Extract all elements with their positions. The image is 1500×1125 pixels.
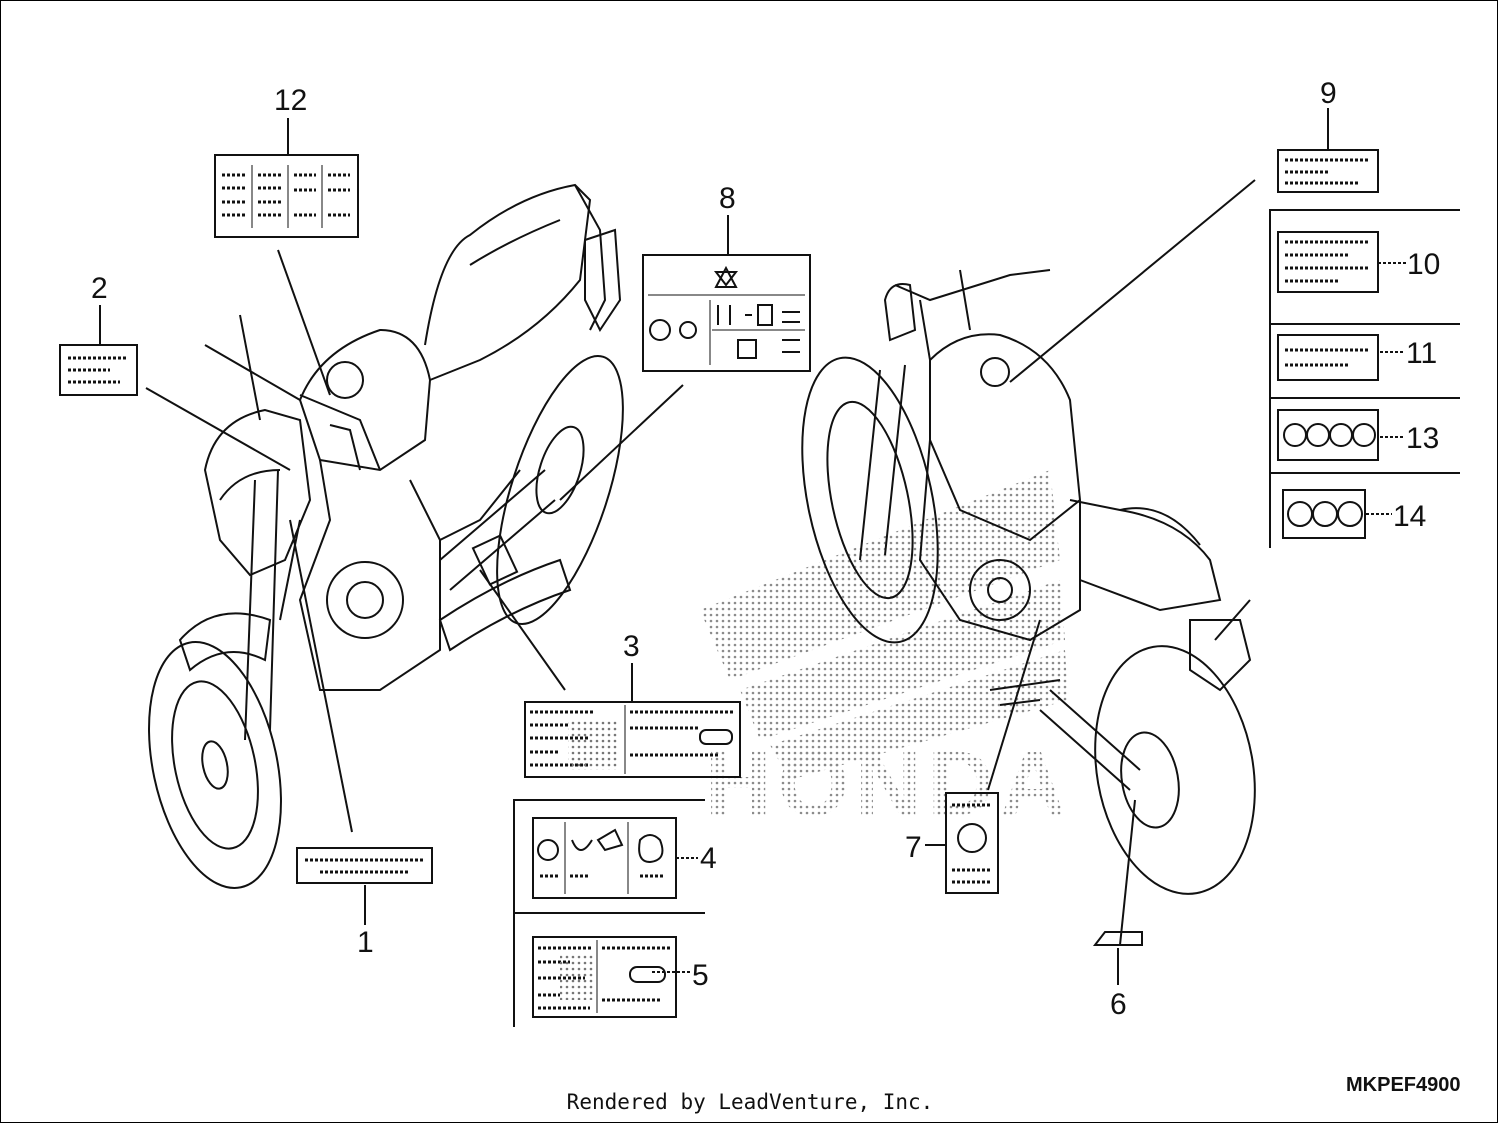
label-11-graphic (1277, 334, 1379, 381)
callout-12: 12 (274, 84, 307, 117)
label-10-graphic (1277, 231, 1379, 293)
callout-1: 1 (357, 926, 374, 959)
callout-5: 5 (692, 959, 709, 992)
label-14-graphic (1282, 489, 1366, 539)
callout-2: 2 (91, 272, 108, 305)
callout-4: 4 (700, 842, 717, 875)
label-9-graphic (1277, 149, 1379, 193)
motorcycle-right-view (801, 269, 1256, 895)
callout-8: 8 (719, 182, 736, 215)
callout-13: 13 (1406, 422, 1439, 455)
label-8-graphic (642, 254, 811, 372)
diagram-code: MKPEF4900 (1346, 1074, 1461, 1096)
callout-14: 14 (1393, 500, 1426, 533)
label-12-graphic (214, 154, 359, 238)
label-3-graphic (524, 701, 741, 778)
label-6-graphic (1092, 931, 1143, 946)
label-graphics (59, 149, 1379, 1018)
callout-11: 11 (1406, 337, 1437, 370)
label-5-graphic (532, 936, 677, 1018)
label-7-graphic (945, 792, 999, 894)
callout-3: 3 (623, 630, 640, 663)
label-2-graphic (59, 344, 138, 396)
label-1-graphic (296, 847, 433, 884)
watermark-text: HONDA (705, 733, 1072, 835)
callout-7: 7 (905, 831, 922, 864)
callout-6: 6 (1110, 988, 1127, 1021)
honda-watermark: HONDA (700, 470, 1072, 835)
callout-10: 10 (1407, 248, 1440, 281)
render-credit: Rendered by LeadVenture, Inc. (566, 1090, 934, 1114)
motorcycle-left-view (148, 183, 624, 889)
group-brackets (513, 209, 1460, 1027)
callout-9: 9 (1320, 77, 1337, 110)
label-4-graphic (532, 817, 677, 899)
label-13-graphic (1277, 409, 1379, 461)
leader-lines (99, 108, 1406, 985)
callout-numbers: 12 2 8 3 4 5 1 9 10 11 13 14 7 6 (91, 77, 1440, 1021)
